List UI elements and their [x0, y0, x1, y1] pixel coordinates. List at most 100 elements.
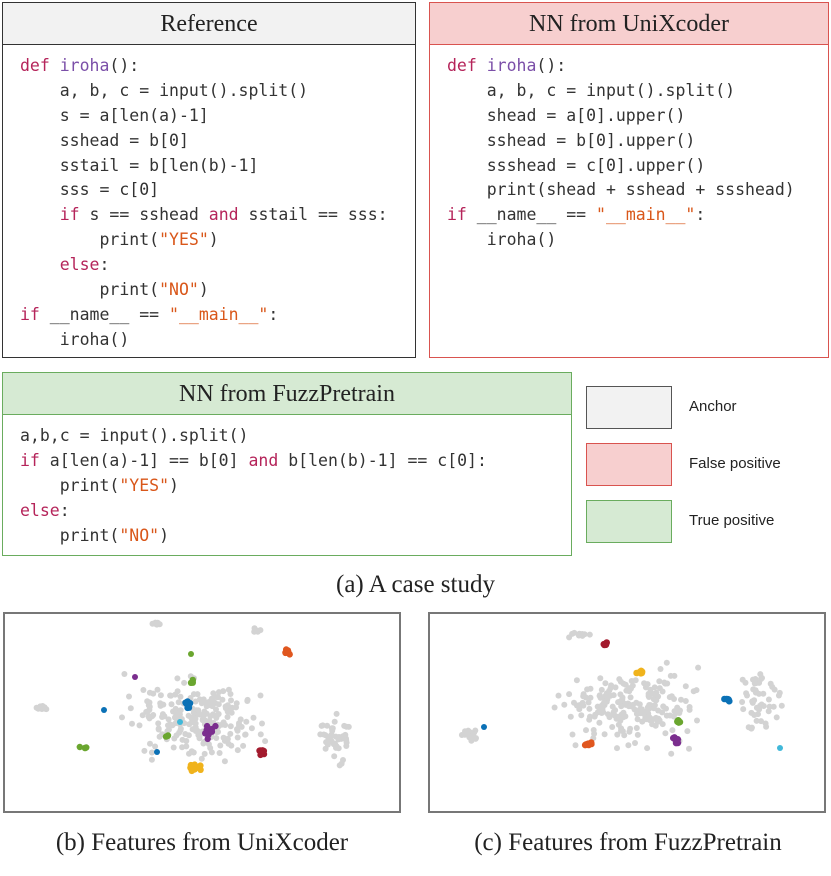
scatter-point: [750, 686, 757, 693]
scatter-point: [627, 694, 634, 701]
scatter-point: [148, 756, 155, 763]
scatter-point: [215, 701, 222, 708]
scatter-point: [674, 736, 682, 743]
scatter-point: [177, 719, 183, 725]
scatter-point: [343, 739, 350, 746]
scatter-point: [225, 686, 232, 693]
code-token: [20, 205, 60, 224]
scatter-point: [777, 745, 783, 751]
scatter-point: [567, 713, 574, 720]
scatter-point: [654, 718, 661, 725]
scatter-point: [174, 688, 181, 695]
code-token: sstail == sss:: [238, 205, 388, 225]
scatter-point: [646, 702, 653, 708]
code-line: if __name__ == "__main__":: [20, 303, 415, 328]
scatter-point: [465, 730, 472, 737]
code-token: a, b, c = input().split(): [20, 80, 309, 100]
scatter-point: [566, 634, 573, 641]
scatter-point: [596, 719, 603, 726]
code-token: s = a[len(a)-1]: [20, 105, 209, 125]
code-token: print(shead + sshead + ssshead): [447, 180, 795, 200]
scatter-point: [185, 732, 192, 739]
scatter-point: [320, 731, 327, 738]
unixcoder-nn-title: NN from UniXcoder: [430, 3, 828, 45]
scatter-point: [248, 725, 255, 732]
scatter-point: [686, 706, 693, 713]
scatter-point: [634, 731, 641, 738]
scatter-point: [173, 732, 180, 739]
scatter-point: [234, 747, 241, 754]
scatter-point: [586, 631, 593, 638]
scatter-point: [740, 706, 747, 713]
scatter-point: [233, 704, 239, 711]
scatter-point: [572, 742, 579, 749]
scatter-point: [694, 717, 700, 724]
scatter-point: [331, 753, 338, 760]
code-token: :: [59, 500, 70, 520]
scatter-point: [188, 748, 195, 755]
scatter-point: [655, 707, 662, 714]
scatter-point: [190, 691, 197, 698]
scatter-point: [751, 680, 758, 687]
scatter-point: [262, 738, 269, 745]
scatter-point: [686, 745, 692, 752]
scatter-point: [769, 683, 776, 690]
scatter-point: [753, 717, 760, 724]
legend-anchor-label: Anchor: [689, 398, 737, 415]
unixcoder-nn-code: def iroha(): a, b, c = input().split() s…: [430, 54, 828, 253]
code-token: print(: [20, 525, 120, 545]
scatter-point: [216, 750, 223, 756]
code-line: a, b, c = input().split(): [20, 79, 415, 104]
unixcoder-scatter: [33, 619, 352, 775]
scatter-point: [207, 702, 214, 709]
scatter-point: [765, 708, 772, 715]
code-token: a[len(a)-1] == b[0]: [39, 450, 249, 470]
scatter-point: [648, 717, 655, 724]
scatter-point: [618, 703, 625, 710]
scatter-point: [167, 692, 174, 699]
scatter-point: [592, 711, 599, 718]
scatter-point: [596, 692, 603, 699]
scatter-point: [252, 626, 258, 633]
code-token: __name__ ==: [39, 304, 170, 324]
scatter-point: [615, 721, 622, 728]
code-token: b[len(b)-1] == c[0]:: [278, 450, 487, 470]
scatter-point: [224, 735, 231, 742]
scatter-point: [586, 705, 593, 712]
scatter-point: [236, 720, 242, 727]
scatter-point: [614, 745, 620, 752]
code-token: iroha: [59, 56, 110, 75]
scatter-point: [775, 692, 782, 699]
scatter-point: [609, 703, 616, 710]
scatter-point: [154, 686, 161, 693]
code-token: iroha: [486, 56, 537, 75]
scatter-point: [39, 703, 46, 710]
code-line: print("NO"): [20, 278, 415, 303]
scatter-point: [620, 680, 627, 687]
code-token: def: [447, 56, 487, 75]
code-token: iroha(): [20, 329, 130, 349]
scatter-point: [333, 710, 340, 717]
code-token: s == sshead: [79, 205, 209, 225]
scatter-point: [220, 688, 227, 695]
scatter-point: [222, 703, 229, 710]
scatter-point: [757, 671, 764, 678]
scatter-point: [183, 738, 190, 744]
code-token: print(: [20, 475, 120, 495]
scatter-point: [224, 714, 231, 720]
caption-a: (a) A case study: [336, 571, 495, 598]
scatter-point: [181, 679, 188, 686]
scatter-point: [587, 685, 594, 692]
scatter-point: [330, 741, 337, 748]
code-line: print("NO"): [20, 524, 571, 549]
scatter-point: [609, 724, 616, 730]
scatter-point: [644, 745, 651, 752]
scatter-point: [573, 677, 580, 684]
scatter-point: [324, 722, 331, 729]
scatter-point: [170, 744, 177, 751]
scatter-point: [139, 712, 146, 719]
code-line: if s == sshead and sstail == sss:: [20, 203, 415, 228]
scatter-point: [677, 707, 683, 714]
reference-box: Reference def iroha(): a, b, c = input()…: [2, 2, 416, 358]
scatter-point: [175, 699, 182, 706]
